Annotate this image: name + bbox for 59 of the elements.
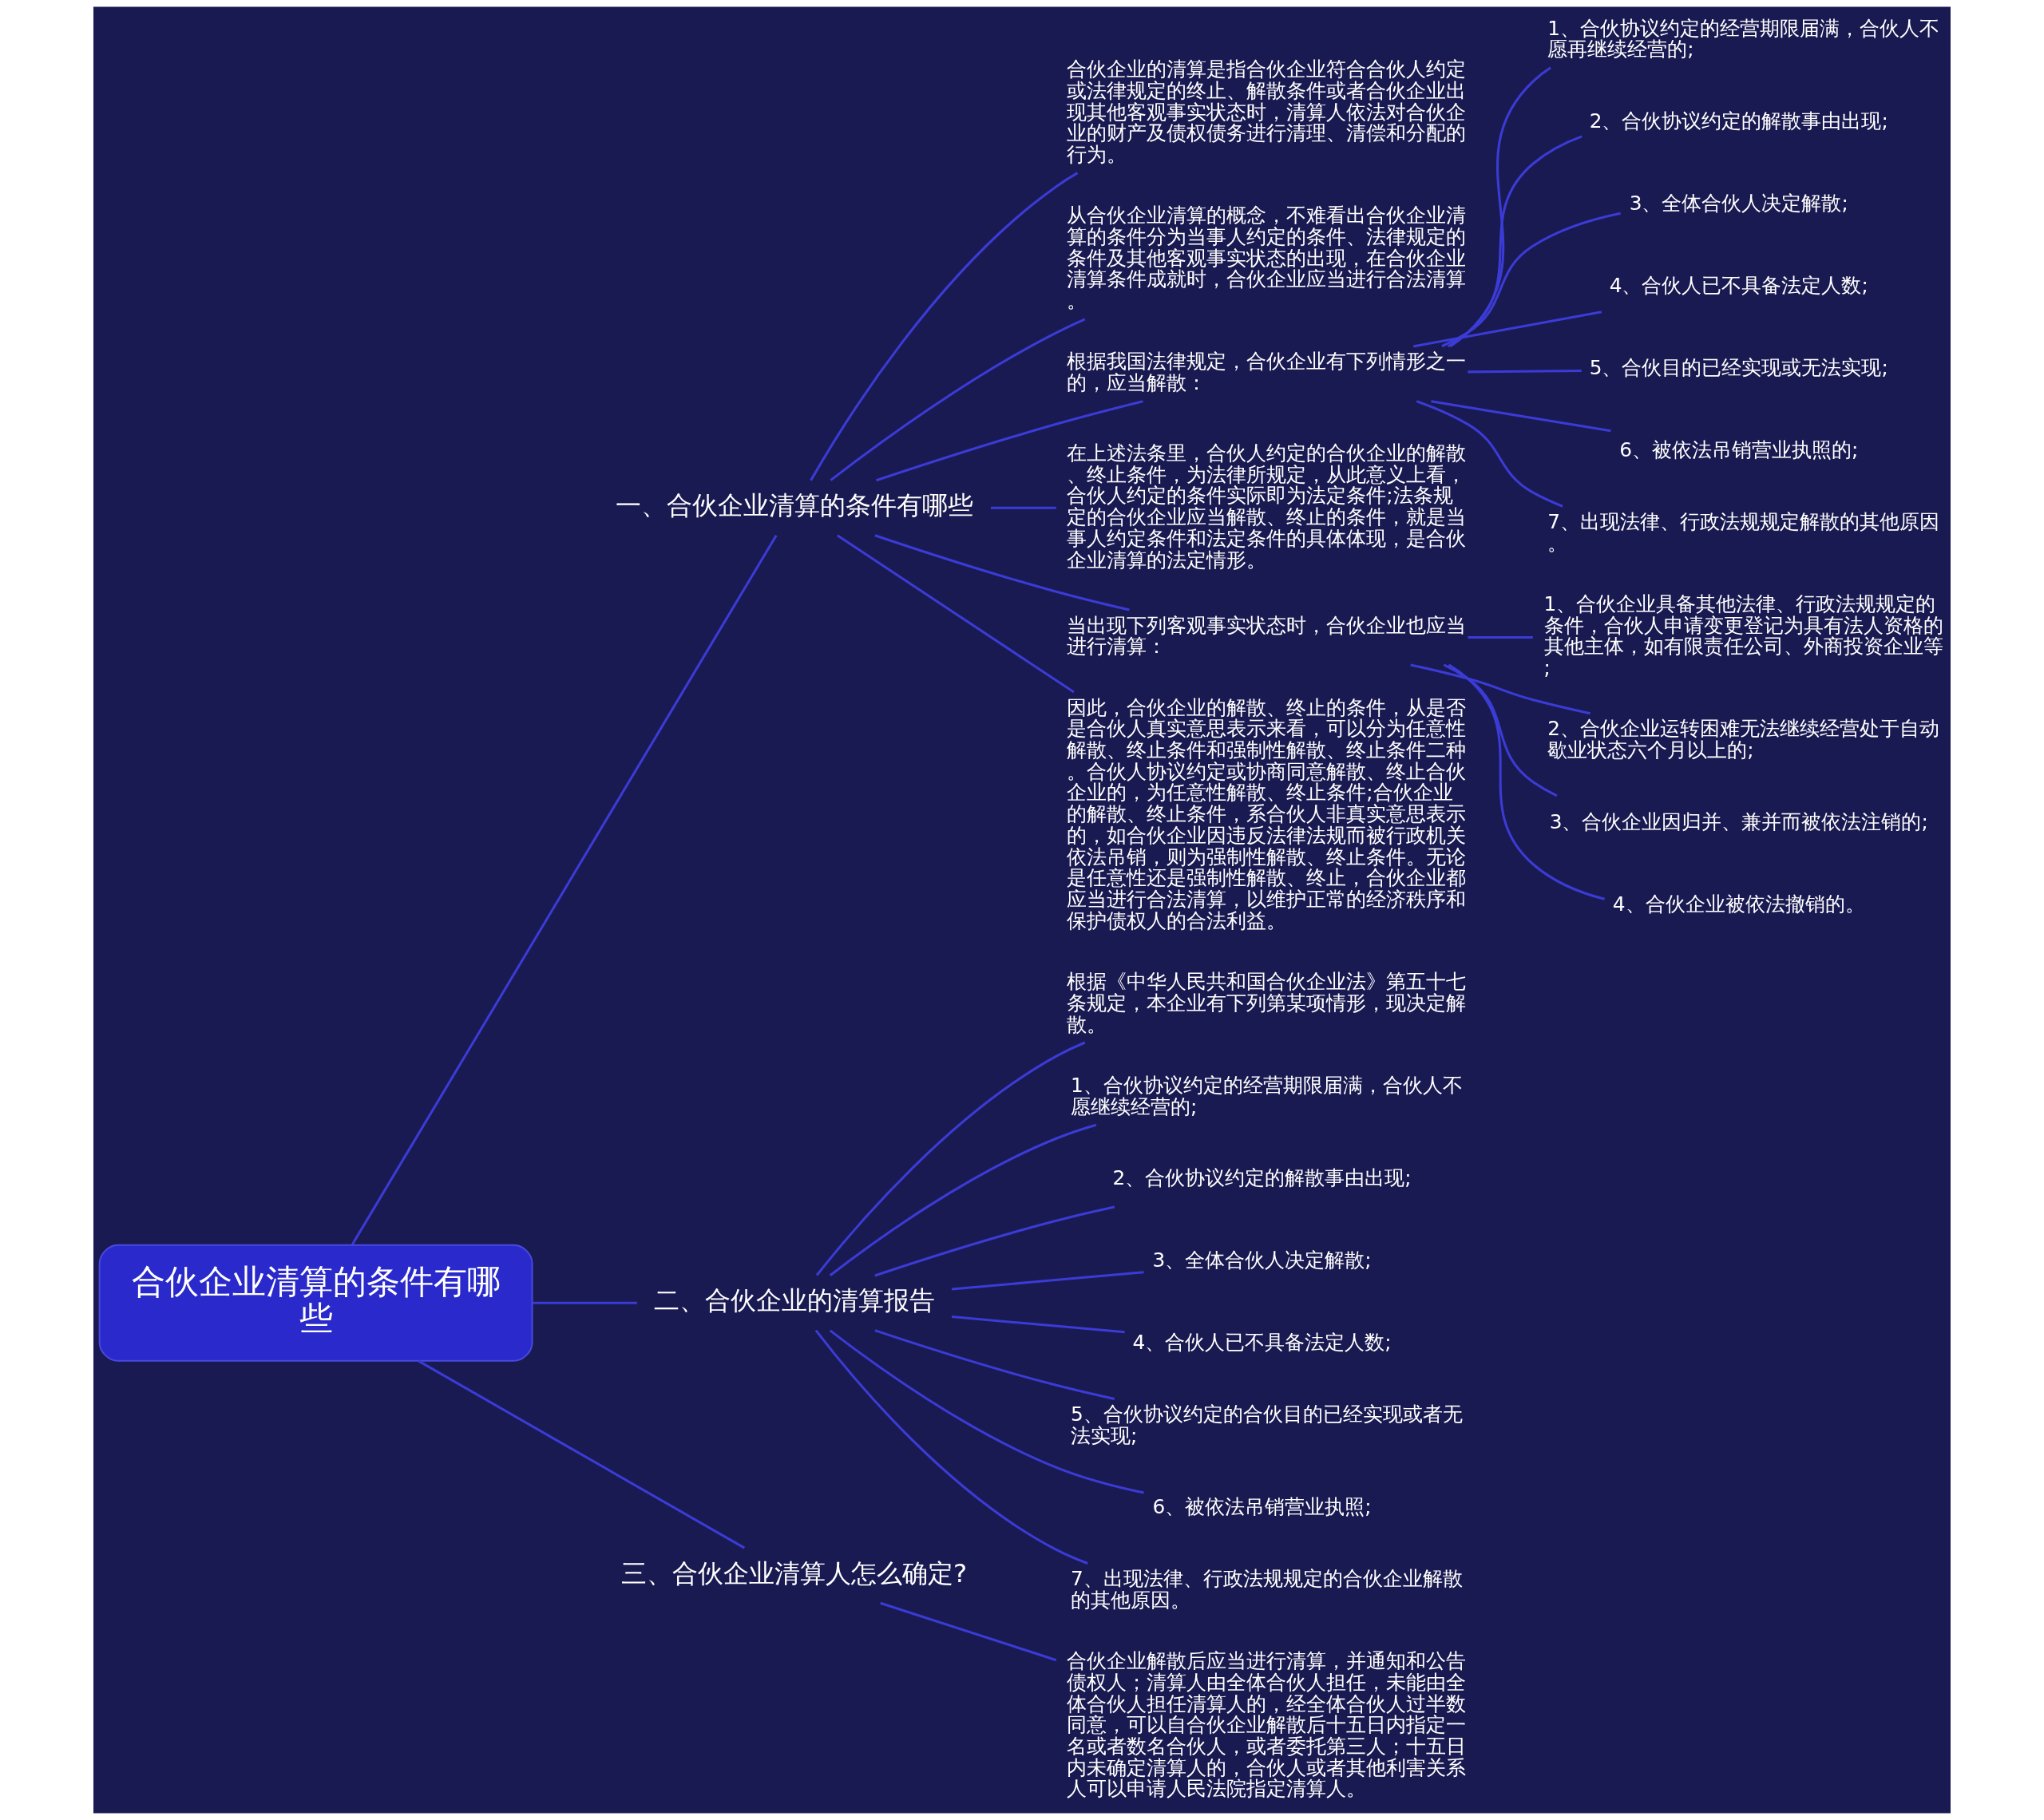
node-text: 二、合伙企业的清算报告: [653, 1285, 935, 1316]
node-text: 3、全体合伙人决定解散;: [1152, 1248, 1372, 1272]
connector: [1468, 370, 1582, 374]
connector: [829, 1123, 1097, 1276]
connector: [880, 1601, 1057, 1662]
node-text: 根据《中华人民共和国合伙企业法》第五十七条规定，本企业有下列第某项情形，现决定解散。: [1067, 970, 1467, 1036]
connector: [876, 400, 1143, 482]
node-box: 合伙企业清算的条件有哪些: [98, 1244, 533, 1362]
connector: [815, 1041, 1086, 1276]
node-text: 在上述法条里，合伙人约定的合伙企业的解散、终止条件，为法律所规定，从此意义上看，合伙人约定的条件实际即为法定条件;法条规定的合伙企业应当解散、终止的条件，就是当事人约定条件和法定条件的具体体现，是合伙企业清算的法定情形。: [1067, 441, 1467, 572]
node-text: 3、全体合伙人决定解散;: [1629, 192, 1848, 216]
connector: [533, 1301, 637, 1304]
node-text: 合伙企业解散后应当进行清算，并通知和公告债权人；清算人由全体合伙人担任，未能由全体合伙人担任清算人的，经全体合伙人过半数同意，可以自合伙企业解散后十五日内指定一名或者数名合伙人，或者委托第三人；十五日内未确定清算人的，合伙人或者其他利害关系人可以申请人民法院指定清算人。: [1067, 1649, 1467, 1801]
connector: [990, 506, 1056, 509]
connector: [874, 1205, 1115, 1277]
node-text: 三、合伙企业清算人怎么确定?: [621, 1557, 968, 1589]
node-text: 从合伙企业清算的概念，不难看出合伙企业清算的条件分为当事人约定的条件、法律规定的条件及其他客观事实状态的出现，在合伙企业清算条件成就时，合伙企业应当进行合法清算。: [1067, 204, 1467, 313]
node-text: 7、出现法律、行政法规规定的合伙企业解散的其他原因。: [1071, 1567, 1463, 1612]
node-text: 2、合伙企业运转困难无法继续经营处于自动歇业状态六个月以上的;: [1547, 717, 1940, 762]
node-text: 6、被依法吊销营业执照的;: [1619, 438, 1859, 462]
node-text: 4、合伙人已不具备法定人数;: [1609, 274, 1868, 298]
connector: [874, 534, 1130, 611]
node-text: 5、合伙目的已经实现或无法实现;: [1589, 356, 1888, 380]
connector: [1410, 663, 1590, 715]
node-text: 7、出现法律、行政法规规定解散的其他原因。: [1547, 509, 1940, 555]
connector: [1443, 663, 1558, 797]
connector: [1449, 66, 1551, 348]
node-text: 6、被依法吊销营业执照;: [1152, 1495, 1372, 1519]
node-text: 1、合伙协议约定的经营期限届满，合伙人不愿再继续经营的;: [1547, 16, 1940, 61]
node-text: 因此，合伙企业的解散、终止的条件，从是否是合伙人真实意思表示来看，可以分为任意性解散、终止条件和强制性解散、终止条件二种。合伙人协议约定或协商同意解散、终止合伙企业的，为任意性解散、终止条件;合伙企业的解散、终止条件，系合伙人非真实意思表示的，如合伙企业因违反法律法规而被行政机关依法吊销，则为强制性解散、终止条件。无论是任意性还是强制性解散、终止，合伙企业都应当进行合法清算，以维护正常的经济秩序和保护债权人的合法利益。: [1067, 695, 1467, 932]
connector: [418, 1359, 746, 1549]
connector: [951, 1271, 1144, 1291]
node-text: 4、合伙人已不具备法定人数;: [1132, 1331, 1392, 1355]
node-text: 一、合伙企业清算的条件有哪些: [615, 490, 973, 521]
connector: [1416, 400, 1563, 508]
node-text: 4、合伙企业被依法撤销的。: [1612, 892, 1865, 916]
connector: [1447, 135, 1583, 348]
connector: [1412, 311, 1602, 348]
connector: [1431, 400, 1611, 433]
connector: [1448, 663, 1605, 900]
connector: [836, 534, 1075, 694]
connector: [874, 1329, 1115, 1400]
node-text: 1、合伙协议约定的经营期限届满，合伙人不愿继续经营的;: [1071, 1073, 1463, 1118]
connector: [1468, 635, 1533, 639]
node-text: 当出现下列客观事实状态时，合伙企业也应当进行清算：: [1067, 613, 1467, 659]
node-text: 合伙企业的清算是指合伙企业符合合伙人约定或法律规定的终止、解散条件或者合伙企业出现其他客观事实状态时，清算人依法对合伙企业的财产及债权债务进行清理、清偿和分配的行为。: [1067, 57, 1467, 166]
node-text: 3、合伙企业因归并、兼并而被依法注销的;: [1549, 809, 1928, 833]
connector: [351, 534, 778, 1245]
connector: [830, 318, 1086, 481]
node-text: 根据我国法律规定，合伙企业有下列情形之一的，应当解散：: [1067, 350, 1467, 395]
node-text: 2、合伙协议约定的解散事由出现;: [1112, 1166, 1412, 1190]
connector: [814, 1329, 1088, 1565]
connector: [810, 172, 1079, 481]
node-text: 1、合伙企业具备其他法律、行政法规规定的条件，合伙人申请变更登记为具有法人资格的其他主体，如有限责任公司、外商投资企业等;: [1543, 592, 1943, 679]
connector: [1441, 212, 1621, 348]
connector: [829, 1329, 1144, 1494]
node-text: 5、合伙协议约定的合伙目的已经实现或者无法实现;: [1071, 1402, 1463, 1447]
node-text: 2、合伙协议约定的解散事由出现;: [1589, 109, 1888, 133]
connector: [951, 1316, 1125, 1334]
